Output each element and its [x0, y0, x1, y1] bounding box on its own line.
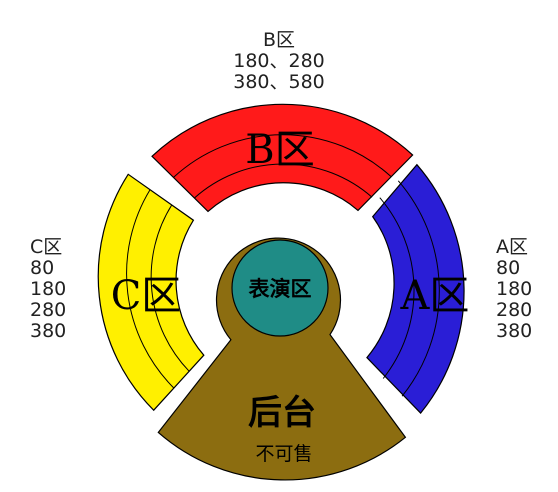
zone-b-label: B区	[245, 127, 314, 173]
zone-a-price: 380	[496, 320, 533, 342]
zone-b-row-line	[193, 163, 373, 199]
stage-label: 表演区	[249, 276, 312, 301]
zone-a-price: 180	[496, 278, 533, 300]
zone-a-label: A区	[400, 273, 470, 319]
backstage-note: 不可售	[255, 443, 312, 465]
zone-a-price-list: A区 80 180 280 380	[496, 237, 532, 342]
stage-circle	[231, 239, 329, 337]
zone-b-row-line	[173, 134, 392, 178]
performance-area: 表演区	[231, 239, 329, 337]
backstage-area	[157, 237, 407, 481]
zone-b-sector[interactable]	[151, 103, 414, 213]
zone-a-price-heading: A区	[496, 236, 528, 258]
backstage-shape	[157, 237, 407, 481]
zone-b-price: 180、280	[233, 50, 325, 72]
zone-c-label: C区	[111, 273, 182, 319]
zone-c-row-line	[126, 189, 175, 389]
zone-b-price-list: B区 180、280 380、580	[0, 30, 558, 93]
zone-a-price: 80	[496, 257, 521, 279]
zone-c-price-heading: C区	[30, 236, 63, 258]
zone-c-price: 80	[30, 257, 55, 279]
zone-c-price: 380	[30, 320, 67, 342]
zone-c-row-line	[150, 204, 190, 372]
zone-a-row-line	[379, 197, 415, 379]
zone-a[interactable]: A区	[366, 163, 470, 415]
zone-c[interactable]: C区	[97, 173, 205, 412]
zone-c-sector[interactable]	[97, 173, 205, 412]
zone-a-sector[interactable]	[366, 163, 465, 415]
zone-c-price-list: C区 80 180 280 380	[30, 237, 66, 342]
zone-c-price: 280	[30, 299, 67, 321]
backstage-label: 后台	[248, 393, 316, 433]
zone-b-price: 380、580	[233, 71, 325, 93]
zone-a-price: 280	[496, 299, 533, 321]
zone-c-price: 180	[30, 278, 67, 300]
zone-a-row-line	[397, 180, 440, 397]
zone-b[interactable]: B区	[151, 103, 414, 213]
zone-b-price-heading: B区	[262, 29, 296, 51]
